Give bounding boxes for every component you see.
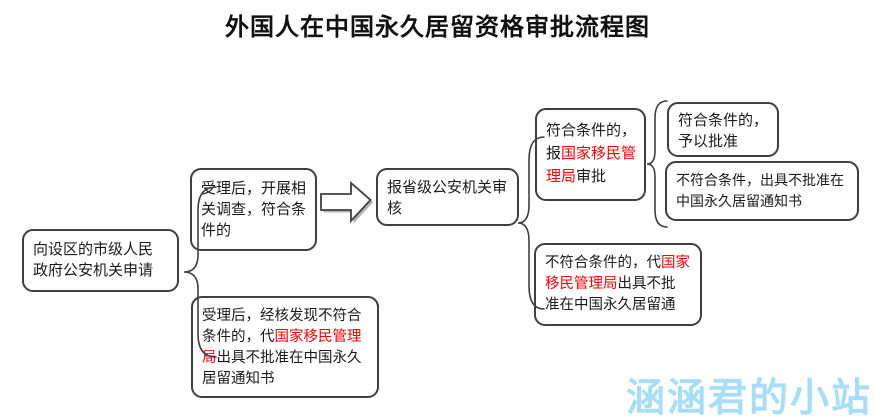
flow-node-apply: 向设区的市级人民 政府公安机关申请 xyxy=(22,229,179,292)
flow-node-reject-submit: 不符合条件的，代国家 移民管理局出具不批 准在中国永久居留通 xyxy=(534,243,702,326)
brace-connector-right-icon xyxy=(646,100,668,228)
page-title: 外国人在中国永久居留资格审批流程图 xyxy=(225,13,650,41)
site-watermark: 涵涵君的小站 xyxy=(625,376,872,420)
brace-connector-middle-icon xyxy=(517,136,545,310)
flow-node-investigate: 受理后，开展相 关调查，符合条 件的 xyxy=(190,168,317,251)
right-block-arrow-icon xyxy=(320,181,373,224)
flow-node-provincial-review: 报省级公安机关审 核 xyxy=(376,168,519,226)
brace-connector-left-icon xyxy=(183,186,217,358)
flow-node-submit-approval: 符合条件的， 报国家移民管 理局审批 xyxy=(535,108,646,201)
flow-node-approved: 符合条件的， 予以批准 xyxy=(667,102,779,157)
flow-node-reject-after-accept: 受理后，经核发现不符合 条件的，代国家移民管理 局出具不批准在中国永久 居留通知… xyxy=(191,296,379,398)
flow-node-rejection-notice: 不符合条件，出具不批准在 中国永久居留通知书 xyxy=(665,161,859,221)
